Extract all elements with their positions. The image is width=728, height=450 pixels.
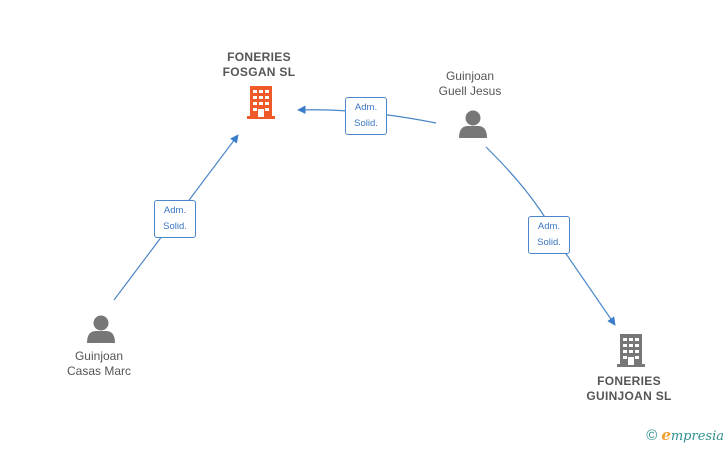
- company-label-foneries-fosgan[interactable]: FONERIES FOSGAN SL: [222, 50, 296, 79]
- empresia-logo: © empresia: [646, 426, 724, 444]
- person-label-guinjoan-guell[interactable]: Guinjoan Guell Jesus: [438, 69, 502, 98]
- copyright-symbol: ©: [646, 426, 658, 444]
- edge-label-adm-solid: Adm. Solid.: [345, 97, 387, 135]
- company-label-foneries-guinjoan[interactable]: FONERIES GUINJOAN SL: [586, 374, 672, 403]
- building-icon: [247, 86, 275, 119]
- person-icon: [459, 110, 487, 138]
- edge-label-adm-solid: Adm. Solid.: [528, 216, 570, 254]
- building-icon: [617, 334, 645, 367]
- person-label-guinjoan-casas[interactable]: Guinjoan Casas Marc: [66, 349, 131, 378]
- person-icon: [87, 315, 115, 343]
- edge-label-adm-solid: Adm. Solid.: [154, 200, 196, 238]
